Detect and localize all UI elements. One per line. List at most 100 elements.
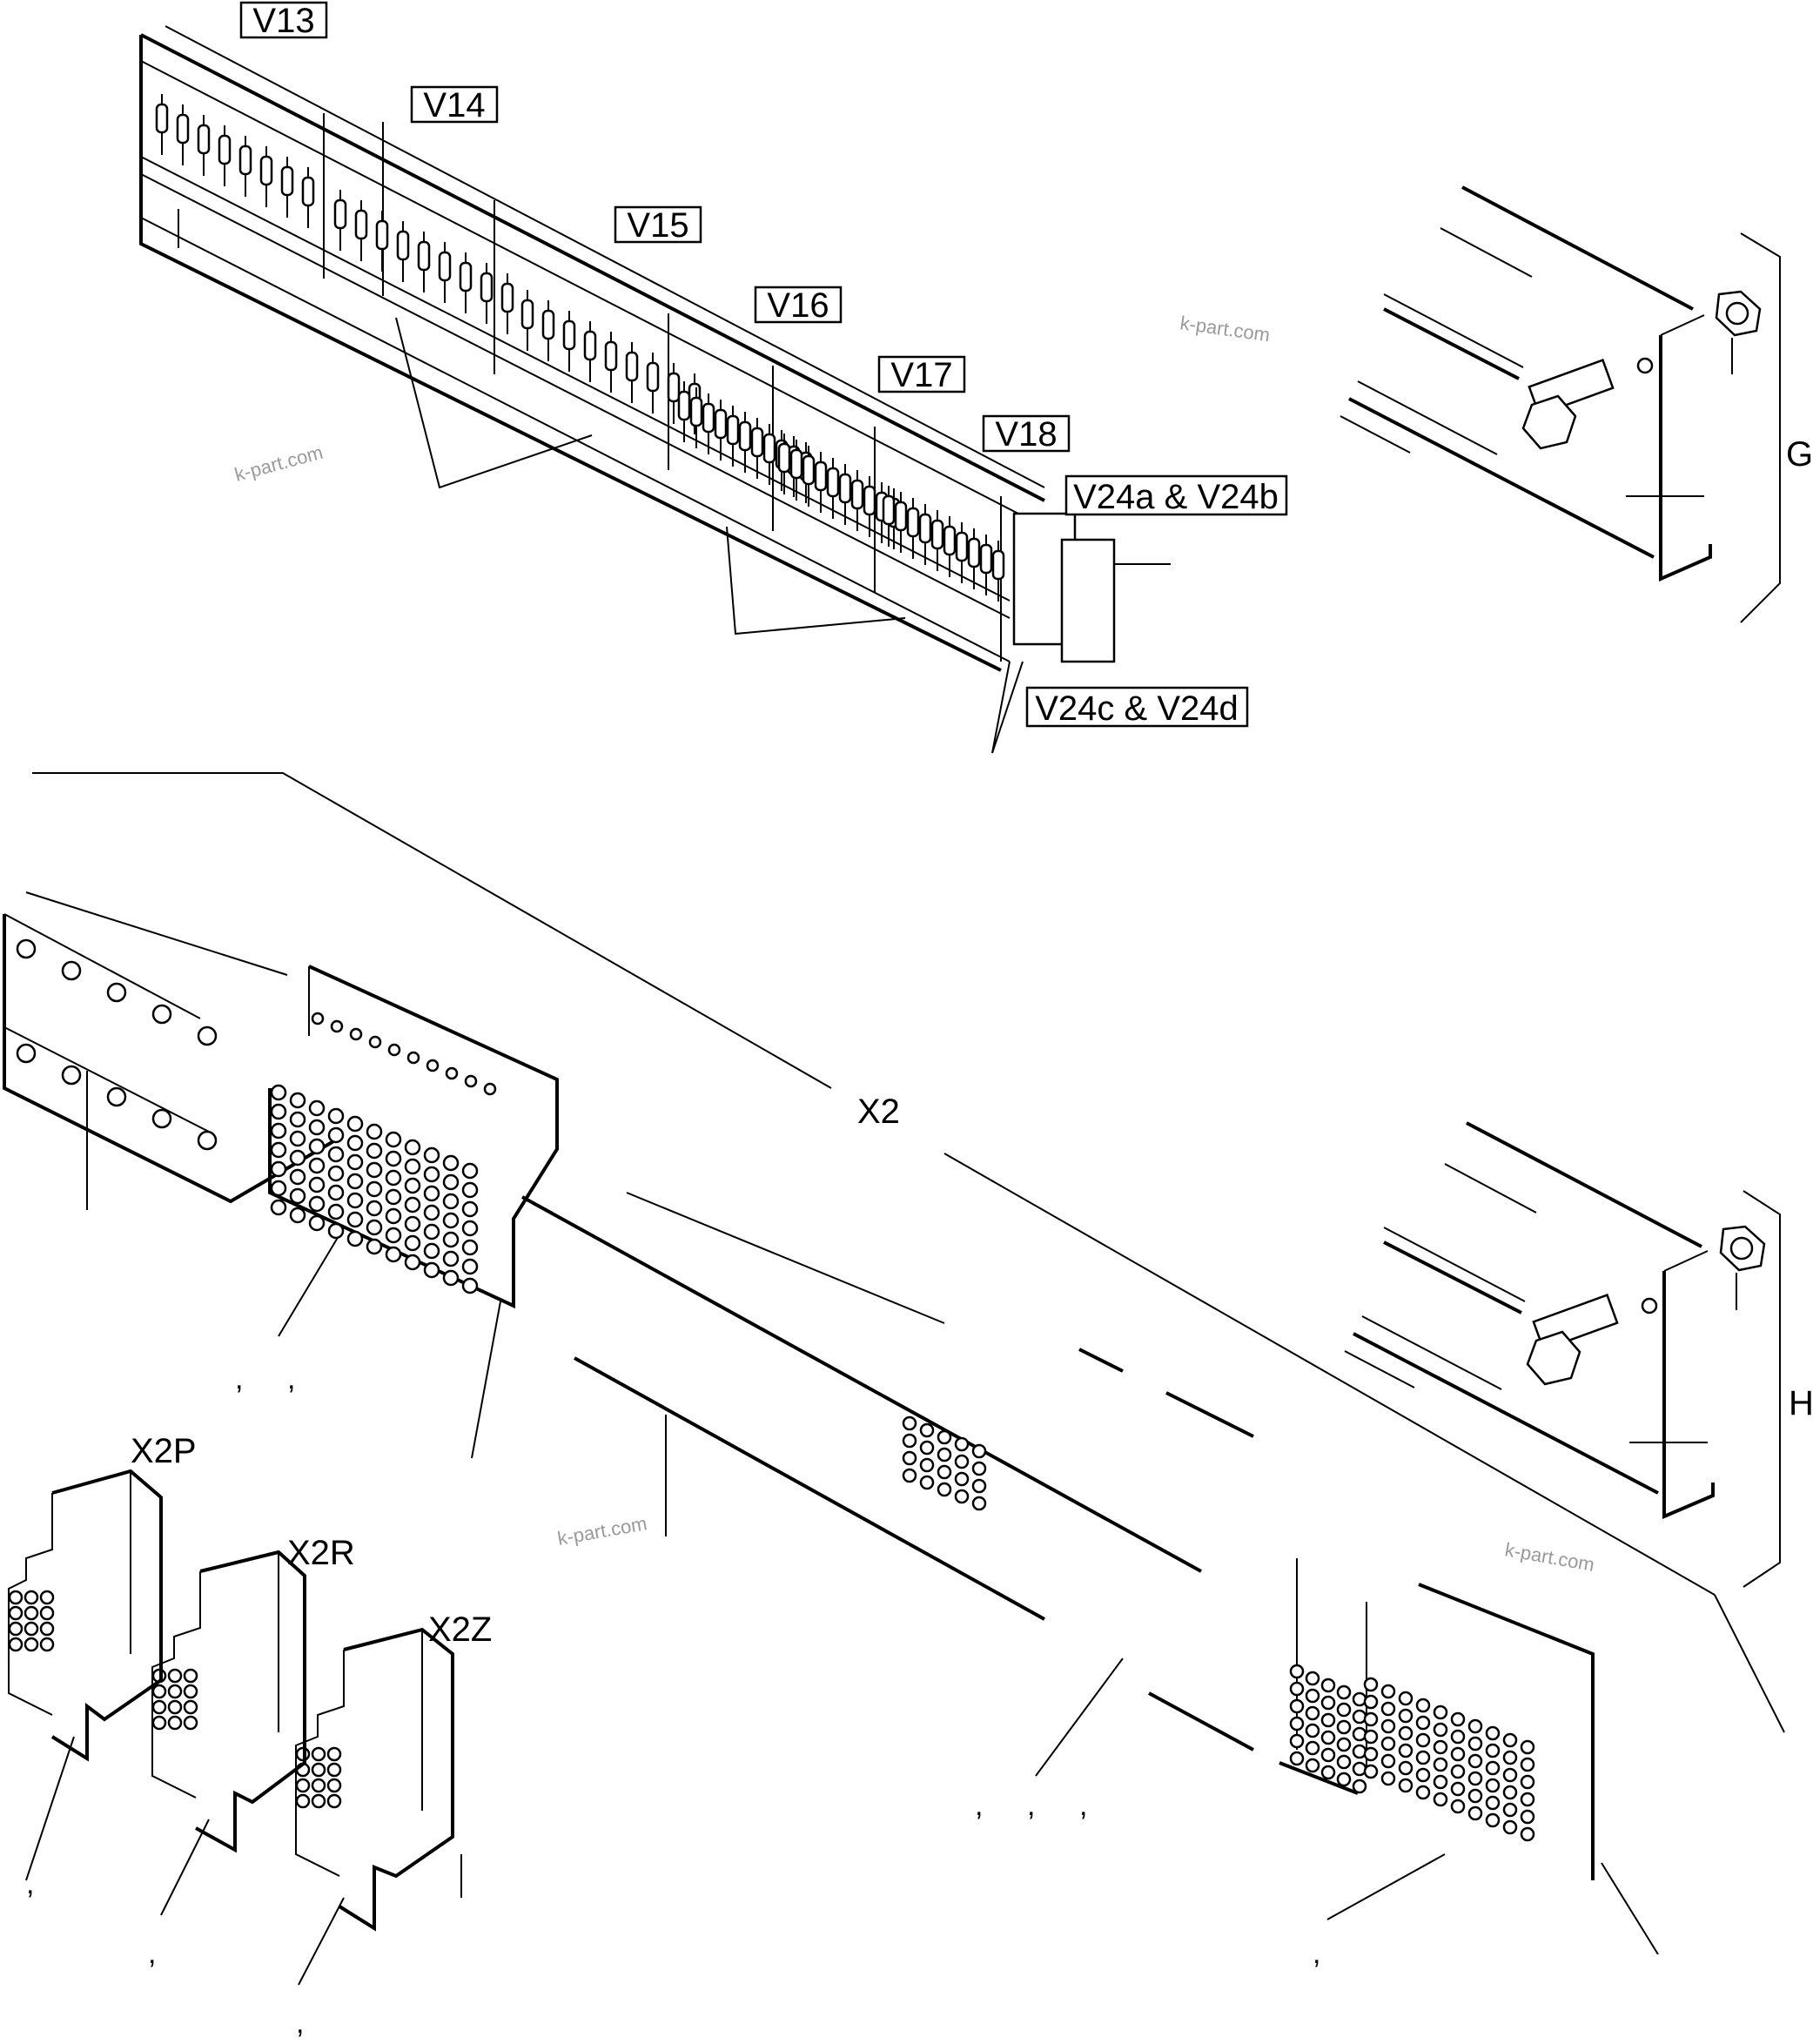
label-v14: V14 (410, 85, 499, 124)
terminal-hole (270, 1103, 287, 1120)
terminal-hole (326, 1762, 342, 1778)
terminal-hole (387, 1043, 401, 1057)
terminal-hole (442, 1173, 460, 1191)
resistor-body (417, 240, 431, 272)
terminal-hole (1289, 1716, 1305, 1731)
terminal-hole (1336, 1684, 1352, 1700)
terminal-hole (404, 1139, 421, 1156)
terminal-hole (1336, 1772, 1352, 1787)
terminal-hole (1433, 1774, 1448, 1790)
label-g: G (1786, 435, 1813, 474)
terminal-hole (167, 1715, 183, 1731)
label-v16-text: V16 (767, 286, 829, 325)
terminal-hole (39, 1621, 55, 1637)
terminal-hole (1502, 1732, 1518, 1748)
terminal-hole (346, 1115, 364, 1133)
terminal-hole (349, 1027, 363, 1041)
terminal-hole (404, 1158, 421, 1175)
terminal-hole (1467, 1718, 1483, 1734)
terminal-hole (1380, 1701, 1396, 1717)
terminal-hole (1520, 1774, 1535, 1790)
terminal-hole (1289, 1751, 1305, 1766)
label-x2r: X2R (287, 1534, 355, 1572)
terminal-hole (971, 1461, 987, 1476)
resistor-body (259, 155, 273, 186)
resistor-body (814, 461, 828, 492)
resistor-body (301, 176, 315, 207)
terminal-hole (311, 1746, 326, 1762)
resistor-body (667, 372, 681, 403)
terminal-hole (1380, 1736, 1396, 1752)
comma-mark: , (296, 2007, 304, 2040)
terminal-hole (1467, 1771, 1483, 1786)
terminal-hole (1320, 1678, 1336, 1693)
terminal-hole (902, 1450, 917, 1466)
terminal-hole (404, 1177, 421, 1194)
terminal-hole (442, 1193, 460, 1210)
terminal-hole (954, 1436, 970, 1452)
terminal-hole (385, 1131, 402, 1148)
label-v17-text: V17 (890, 356, 952, 394)
terminal-hole (902, 1468, 917, 1483)
terminal-hole (1352, 1778, 1367, 1794)
terminal-hole (1467, 1805, 1483, 1821)
terminal-hole (971, 1478, 987, 1494)
terminal-hole (270, 1122, 287, 1140)
terminal-hole (1363, 1764, 1379, 1779)
comma-mark: , (26, 1867, 34, 1900)
label-v24cd-text: V24c & V24d (1035, 689, 1239, 728)
terminal-hole (461, 1239, 479, 1256)
terminal-hole (289, 1092, 306, 1109)
terminal-hole (289, 1187, 306, 1205)
terminal-hole (1380, 1753, 1396, 1769)
terminal-hole (39, 1637, 55, 1652)
resistor-body (155, 103, 169, 134)
resistor-body (677, 390, 691, 421)
terminal-hole (1450, 1711, 1466, 1727)
terminal-hole (1415, 1715, 1431, 1731)
terminal-hole (385, 1227, 402, 1244)
terminal-hole (423, 1166, 440, 1183)
terminal-hole (1502, 1819, 1518, 1835)
terminal-hole (404, 1196, 421, 1214)
terminal-hole (954, 1489, 970, 1504)
terminal-hole (919, 1457, 935, 1473)
terminal-hole (1450, 1781, 1466, 1797)
comma-mark: , (287, 1362, 295, 1395)
terminal-hole (366, 1142, 383, 1160)
terminal-hole (106, 1086, 127, 1107)
resistor-body (714, 408, 728, 440)
terminal-hole (442, 1269, 460, 1287)
terminal-hole (902, 1415, 917, 1431)
terminal-hole (1289, 1733, 1305, 1749)
terminal-hole (1320, 1730, 1336, 1745)
terminal-hole (1415, 1732, 1431, 1748)
terminal-hole (151, 1699, 167, 1715)
terminal-hole (461, 1277, 479, 1294)
terminal-hole (1305, 1723, 1320, 1738)
terminal-hole (1352, 1726, 1367, 1742)
resistor-body (967, 537, 981, 568)
terminal-hole (385, 1246, 402, 1263)
terminal-hole (1380, 1684, 1396, 1699)
label-v24cd: V24c & V24d (1025, 686, 1249, 728)
terminal-strip-x2 (2, 772, 1785, 1955)
terminal-hole (1289, 1698, 1305, 1714)
terminal-hole (404, 1254, 421, 1271)
terminal-hole (1320, 1747, 1336, 1763)
label-v18: V18 (982, 414, 1071, 454)
terminal-hole (1363, 1711, 1379, 1727)
terminal-hole (461, 1181, 479, 1199)
label-v13-text: V13 (252, 2, 314, 40)
terminal-hole (308, 1176, 326, 1193)
terminal-hole (1336, 1737, 1352, 1752)
terminal-hole (1398, 1725, 1413, 1741)
terminal-hole (445, 1066, 459, 1080)
terminal-hole (24, 1605, 39, 1621)
terminal-hole (1485, 1812, 1501, 1828)
terminal-hole (327, 1146, 345, 1163)
terminal-hole (167, 1668, 183, 1684)
terminal-hole (1320, 1712, 1336, 1728)
terminal-hole (483, 1082, 497, 1096)
